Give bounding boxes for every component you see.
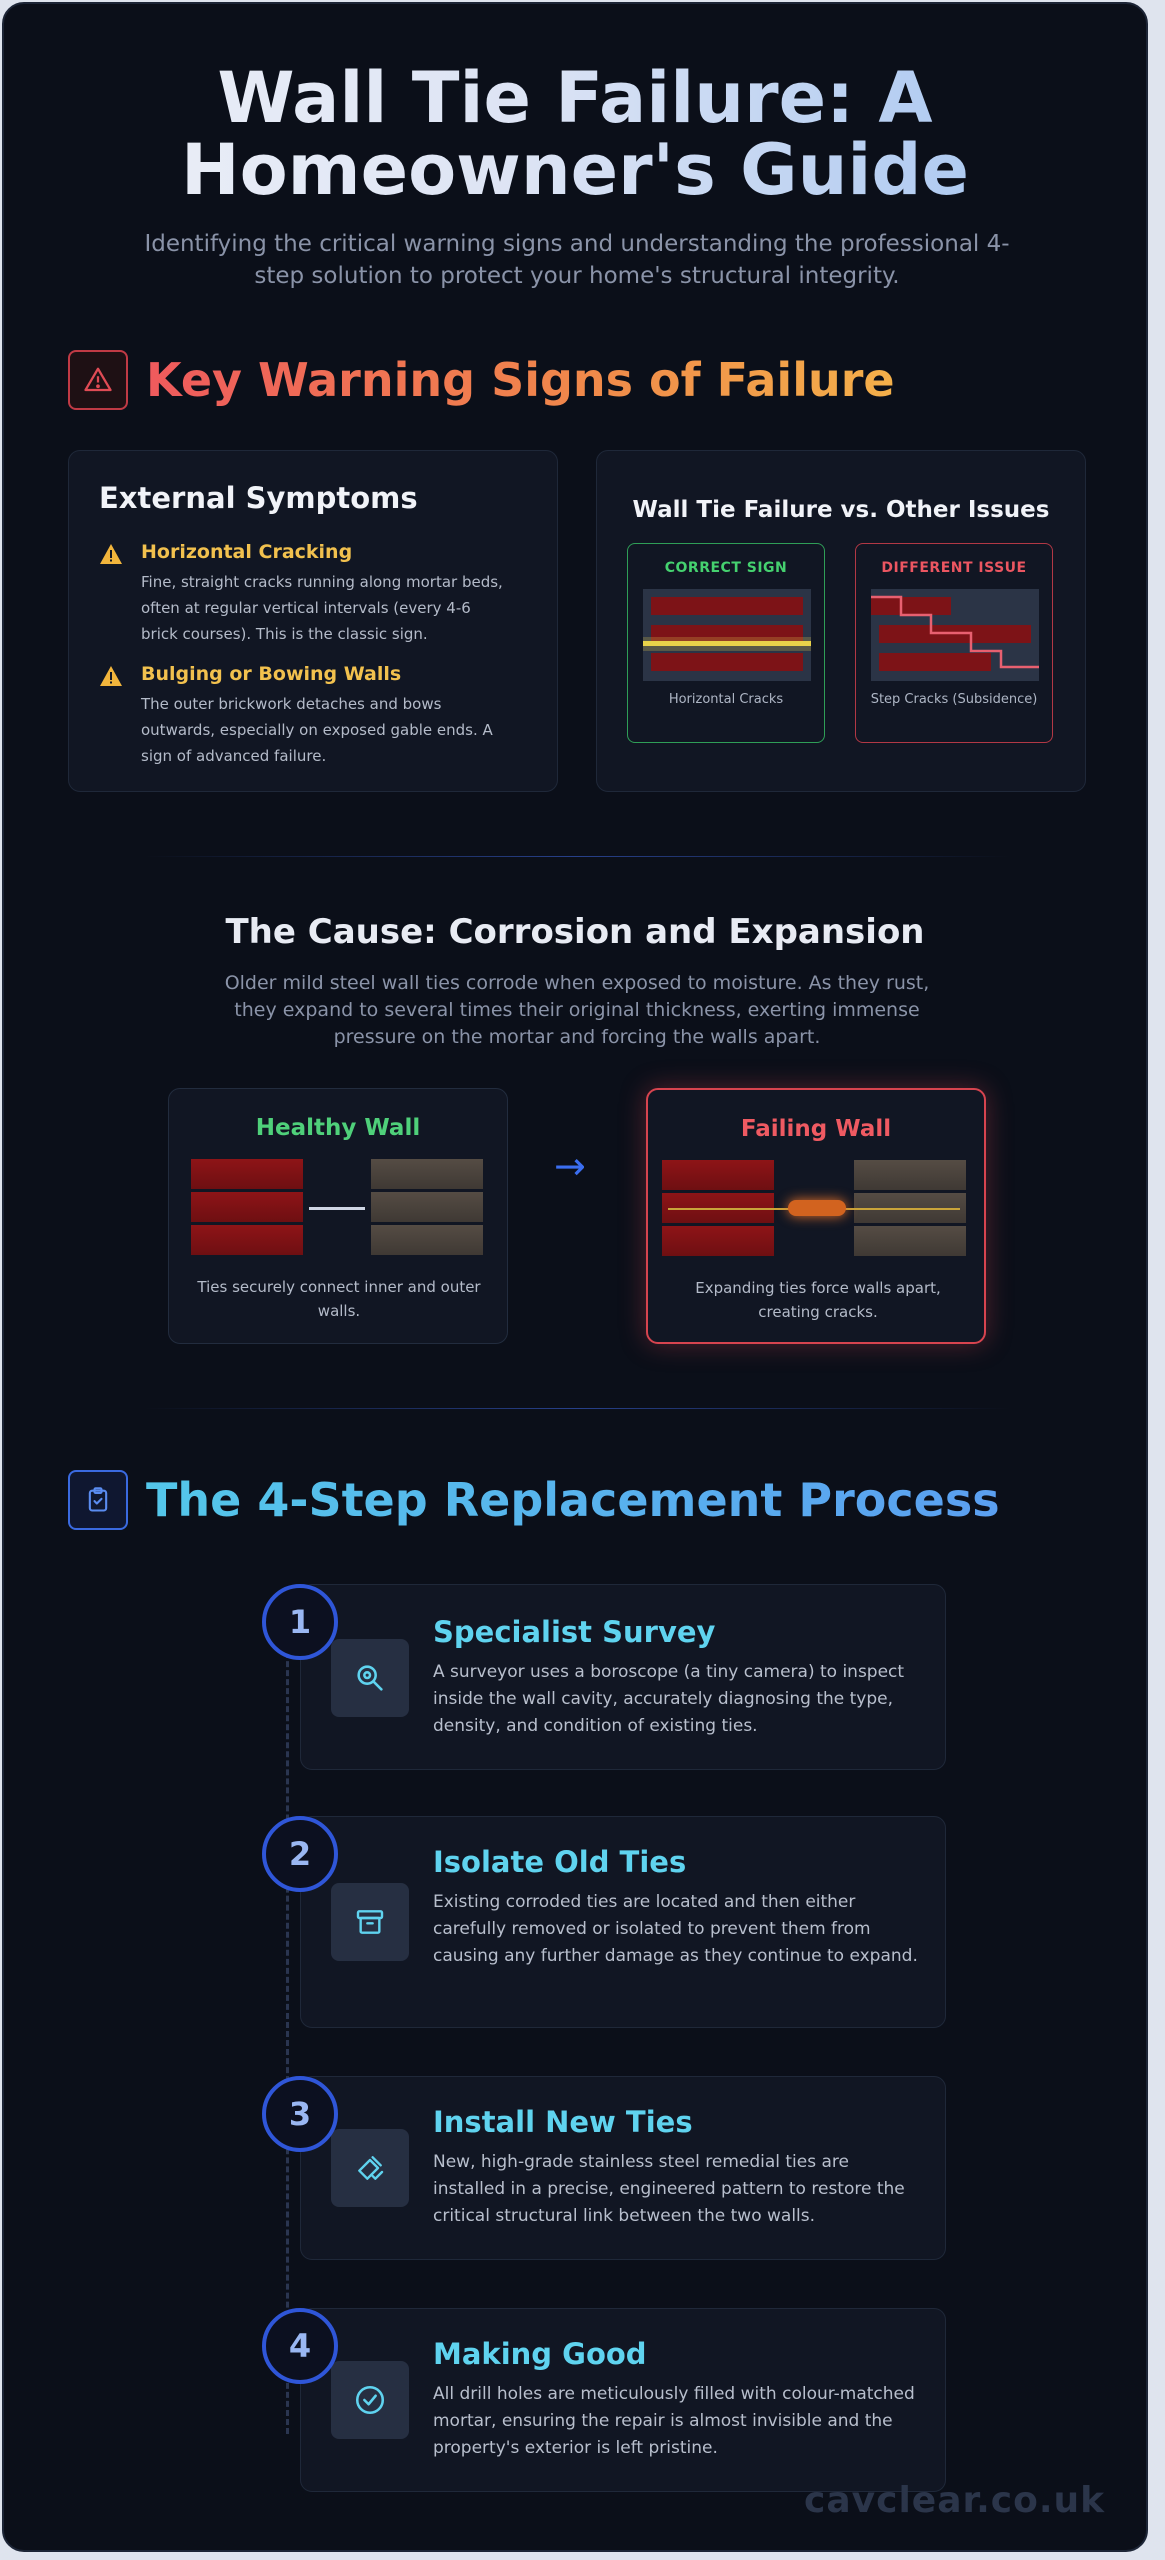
step-desc: New, high-grade stainless steel remedial… (433, 2152, 905, 2226)
healthy-wall-title: Healthy Wall (255, 1115, 421, 1141)
outer-brick-wall (191, 1159, 303, 1258)
wall-tie (309, 1207, 365, 1210)
process-section-heading: The 4-Step Replacement Process (68, 1470, 1000, 1530)
inner-block-wall (371, 1159, 483, 1258)
step-card: Isolate Old Ties Existing corroded ties … (300, 1816, 946, 2028)
symptoms-title: External Symptoms (99, 481, 418, 515)
archive-icon (331, 1883, 409, 1961)
corroded-tie (788, 1200, 846, 1216)
alert-triangle-icon (68, 350, 128, 410)
step-card: Specialist Survey A surveyor uses a boro… (300, 1584, 946, 1770)
title-line-1: Wall Tie Failure: A (217, 57, 933, 139)
infographic-card: Wall Tie Failure: A Homeowner's Guide Id… (2, 2, 1148, 2552)
different-issue-box: DIFFERENT ISSUE Step Cracks (Subsidence) (855, 543, 1053, 743)
warning-heading-text: Key Warning Signs of Failure (146, 350, 895, 410)
step-desc: All drill holes are meticulously filled … (433, 2384, 915, 2458)
symptom-item: Bulging or Bowing Walls The outer brickw… (99, 663, 509, 769)
section-divider (144, 856, 1010, 857)
warning-icon (100, 544, 122, 564)
step-title: Specialist Survey (433, 1615, 716, 1649)
step-title: Making Good (433, 2337, 647, 2371)
step-title: Install New Ties (433, 2105, 693, 2139)
different-issue-caption: Step Cracks (Subsidence) (870, 692, 1038, 707)
correct-sign-box: CORRECT SIGN Horizontal Cracks (627, 543, 825, 743)
step-title: Isolate Old Ties (433, 1845, 687, 1879)
page-subtitle: Identifying the critical warning signs a… (144, 231, 1010, 289)
failing-wall-title: Failing Wall (740, 1116, 892, 1142)
step-number: 4 (262, 2308, 338, 2384)
brand-watermark: cavclear.co.uk (804, 2480, 1106, 2521)
cause-title: The Cause: Corrosion and Expansion (225, 912, 925, 952)
symptoms-panel: External Symptoms Horizontal Cracking Fi… (68, 450, 558, 792)
healthy-wall-card: Healthy Wall Ties securely connect inner… (168, 1088, 508, 1344)
step-card: Install New Ties New, high-grade stainle… (300, 2076, 946, 2260)
symptom-title: Bulging or Bowing Walls (141, 663, 402, 685)
healthy-wall-caption: Ties securely connect inner and outer wa… (197, 1278, 481, 1320)
correct-sign-label: CORRECT SIGN (664, 560, 788, 576)
step-card: Making Good All drill holes are meticulo… (300, 2308, 946, 2492)
section-divider (144, 1408, 1010, 1409)
step-cracks-illustration (871, 589, 1039, 681)
title-line-2: Homeowner's Guide (180, 129, 969, 211)
search-icon (331, 1639, 409, 1717)
step-desc: Existing corroded ties are located and t… (433, 1892, 918, 1966)
symptom-desc: The outer brickwork detaches and bows ou… (141, 695, 493, 765)
comparison-panel: Wall Tie Failure vs. Other Issues CORREC… (596, 450, 1086, 792)
correct-sign-caption: Horizontal Cracks (668, 692, 784, 707)
check-circle-icon (331, 2361, 409, 2439)
warning-icon (100, 666, 122, 686)
step-number: 1 (262, 1584, 338, 1660)
horizontal-cracks-illustration (643, 589, 811, 681)
clipboard-check-icon (68, 1470, 128, 1530)
page-title: Wall Tie Failure: A Homeowner's Guide (4, 62, 1146, 206)
process-heading-text: The 4-Step Replacement Process (146, 1470, 1000, 1530)
symptom-desc: Fine, straight cracks running along mort… (141, 573, 503, 643)
inner-block-wall (854, 1160, 966, 1259)
failing-wall-card: Failing Wall Expanding ties force walls … (646, 1088, 986, 1344)
timeline-line (286, 1634, 289, 2434)
comparison-title: Wall Tie Failure vs. Other Issues (632, 497, 1050, 523)
arrow-right-icon: → (554, 1144, 586, 1188)
symptom-item: Horizontal Cracking Fine, straight crack… (99, 541, 509, 647)
step-number: 2 (262, 1816, 338, 1892)
warning-section-heading: Key Warning Signs of Failure (68, 350, 895, 410)
outer-brick-wall (662, 1160, 774, 1259)
tool-icon (331, 2129, 409, 2207)
different-issue-label: DIFFERENT ISSUE (881, 560, 1027, 576)
step-desc: A surveyor uses a boroscope (a tiny came… (433, 1662, 905, 1736)
cause-description: Older mild steel wall ties corrode when … (224, 972, 930, 1048)
failing-wall-caption: Expanding ties force walls apart, creati… (695, 1279, 941, 1321)
step-number: 3 (262, 2076, 338, 2152)
symptom-title: Horizontal Cracking (141, 541, 353, 563)
